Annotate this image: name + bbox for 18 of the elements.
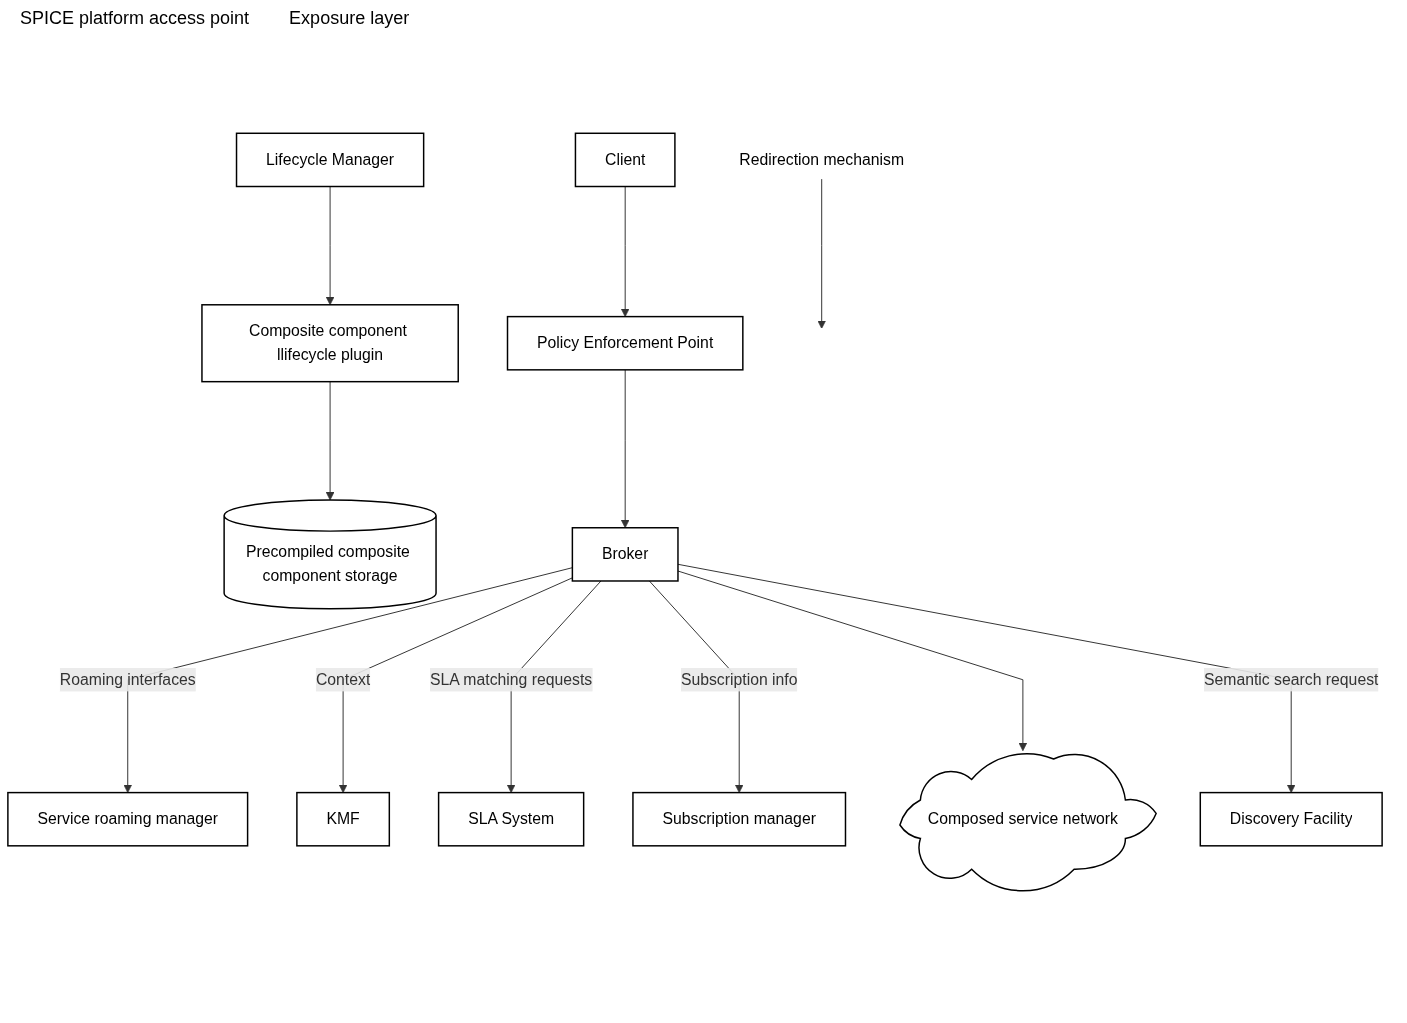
node-box: KMF [296,791,391,847]
edge-label: Subscription info [680,670,798,688]
node-box: Subscription manager [632,791,847,847]
edge-label: Semantic search request [1203,670,1379,688]
node-box: Broker [571,527,679,582]
node-box: Policy Enforcement Point [506,315,744,371]
edge-label: Roaming interfaces [59,670,196,688]
node-box: Client [574,132,676,188]
node-box: Discovery Facility [1199,791,1383,847]
edge-label: Context [315,670,371,688]
edge-label: SLA matching requests [430,670,593,688]
node-text: Redirection mechanism [739,151,905,168]
node-box: Composite component llifecycle plugin [201,304,459,383]
node-box: SLA System [437,791,585,847]
note-text: Exposure layer [289,8,410,29]
note-text: SPICE platform access point [20,8,250,29]
node-box: Service roaming manager [7,791,249,847]
node-box: Lifecycle Manager [235,132,425,188]
